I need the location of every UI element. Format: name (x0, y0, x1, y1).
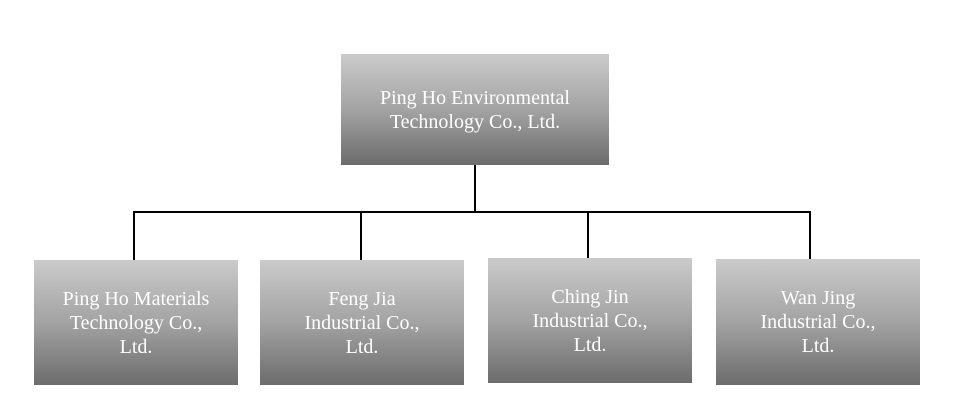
node-label: Ltd. (801, 335, 835, 357)
node-label: Industrial Co., (760, 311, 876, 333)
node-label: Industrial Co., (532, 309, 648, 332)
node-label: Technology Co., (69, 311, 203, 334)
node-label: Feng Jia (328, 287, 396, 310)
connector-child-2 (360, 211, 362, 260)
node-label: Ltd. (345, 335, 379, 358)
connector-child-4 (809, 211, 811, 259)
node-label: Ching Jin (551, 285, 629, 308)
node-label: Technology Co., Ltd. (389, 110, 561, 133)
connector-child-3 (587, 211, 589, 258)
node-label: Ping Ho Environmental (380, 86, 570, 109)
connector-root-down (474, 165, 476, 213)
connector-child-1 (133, 211, 135, 260)
connector-horizontal (133, 211, 811, 213)
node-label: Industrial Co., (304, 311, 420, 334)
node-label: Ltd. (573, 333, 607, 356)
node-label: Ltd. (119, 335, 153, 358)
node-label: Wan Jing (780, 287, 856, 309)
node-label: Ping Ho Materials (62, 287, 210, 310)
